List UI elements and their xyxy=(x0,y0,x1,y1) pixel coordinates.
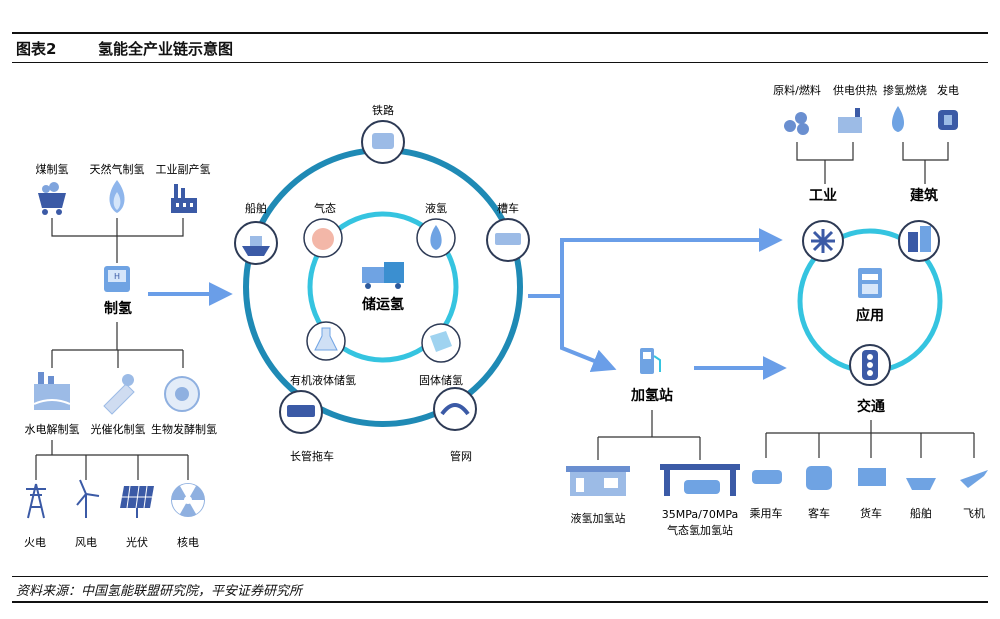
source-label-coal: 煤制氢 xyxy=(36,162,69,176)
electrolyzer-icon: H xyxy=(104,266,130,292)
truck-icon xyxy=(858,468,886,486)
boat-icon xyxy=(906,478,936,490)
use-label-generation: 发电 xyxy=(937,83,959,97)
train-icon xyxy=(372,133,394,149)
green-label-fermentation: 生物发酵制氢 xyxy=(151,422,217,436)
power-label-solar: 光伏 xyxy=(126,535,148,549)
transport-label-tube-trailer: 长管拖车 xyxy=(290,449,334,463)
power-tower-icon xyxy=(26,483,46,519)
vehicle-label-car: 乘用车 xyxy=(750,506,783,520)
gas-flame-icon xyxy=(109,180,125,213)
fuel-pump-icon xyxy=(640,348,661,374)
green-label-photocatalysis: 光催化制氢 xyxy=(91,422,146,436)
production-section: 煤制氢 天然气制氢 工业副产氢 H 制氢 xyxy=(24,162,217,549)
station-center-label: 加氢站 xyxy=(630,387,673,404)
figure-header: 图表2 氢能全产业链示意图 xyxy=(12,32,988,63)
wind-turbine-icon xyxy=(76,479,100,518)
liquid-station-icon xyxy=(566,466,630,496)
storage-center-icon xyxy=(362,262,404,289)
vehicle-label-ship: 船舶 xyxy=(910,506,932,520)
factory-icon xyxy=(171,184,197,213)
green-label-electrolysis: 水电解制氢 xyxy=(25,422,80,436)
transport-label-pipeline: 管网 xyxy=(450,449,472,463)
production-center-label: 制氢 xyxy=(104,300,132,317)
liquid-drop-icon xyxy=(430,225,442,250)
coal-cart-icon xyxy=(38,182,66,215)
flask-icon xyxy=(314,327,338,351)
svg-text:H: H xyxy=(114,272,120,281)
storage-label-solid: 固体储氢 xyxy=(419,373,463,387)
pipeline-icon xyxy=(440,403,470,416)
source-note: 资料来源：中国氢能联盟研究院，平安证券研究所 xyxy=(16,584,303,599)
storage-label-liquid: 液氢 xyxy=(425,201,447,215)
ship-icon xyxy=(242,246,270,256)
source-label-byproduct: 工业副产氢 xyxy=(156,162,211,176)
node-pipeline xyxy=(433,387,477,431)
arrow-storage-to-station xyxy=(560,296,617,373)
transport-label-railway: 铁路 xyxy=(372,104,394,117)
station-section: 加氢站 液氢加氢站 35MPa/70MPa 气态氢加氢站 xyxy=(566,348,740,537)
arrow-storage-to-application xyxy=(528,228,783,298)
vehicle-label-bus: 客车 xyxy=(808,506,830,520)
vehicle-label-truck: 货车 xyxy=(860,506,882,520)
snowflake-icon xyxy=(811,229,835,253)
station-type-liquid: 液氢加氢站 xyxy=(571,511,626,525)
vehicle-label-plane: 飞机 xyxy=(963,506,985,520)
use-label-blending: 掺氢燃烧 xyxy=(883,83,927,97)
power-label-wind: 风电 xyxy=(75,536,97,549)
traffic-light-icon xyxy=(862,350,878,380)
figure-title: 氢能全产业链示意图 xyxy=(98,40,234,58)
application-center-label: 应用 xyxy=(856,307,884,324)
storage-label-organic: 有机液体储氢 xyxy=(290,373,356,387)
transport-label-ship: 船舶 xyxy=(245,201,267,215)
station-type-gaseous: 气态氢加氢站 xyxy=(667,523,733,537)
building-label: 建筑 xyxy=(910,187,938,204)
airplane-icon xyxy=(960,470,988,488)
power-label-thermal: 火电 xyxy=(24,536,46,549)
power-label-nuclear: 核电 xyxy=(177,535,199,549)
biomass-icon xyxy=(164,376,200,412)
source-label-gas: 天然气制氢 xyxy=(90,162,145,176)
storage-center-label: 储运氢 xyxy=(361,296,404,313)
bus-icon xyxy=(806,466,832,490)
inner-storage-ring xyxy=(307,211,459,363)
nuclear-icon xyxy=(171,483,205,517)
application-section: 原料/燃料 供电供热 掺氢燃烧 发电 工业 建筑 xyxy=(750,83,988,520)
use-label-feedstock: 原料/燃料 xyxy=(773,83,821,97)
hydro-plant-icon xyxy=(33,372,71,410)
generator-icon xyxy=(938,110,958,130)
building-icon xyxy=(908,226,931,252)
storage-section: 储运氢 铁路 槽车 管网 长管拖车 船舶 液氢 固体储氢 有机液体储氢 气态 xyxy=(234,104,530,463)
solar-catalyst-icon xyxy=(103,374,135,415)
figure-footer: 资料来源：中国氢能联盟研究院，平安证券研究所 xyxy=(12,576,988,603)
gas-cloud-icon xyxy=(312,228,334,250)
tanker-truck-icon xyxy=(495,233,521,245)
station-type-pressure: 35MPa/70MPa xyxy=(662,508,738,521)
figure-number: 图表2 xyxy=(16,40,57,58)
node-building xyxy=(898,220,940,262)
car-icon xyxy=(752,470,782,484)
transport-label: 交通 xyxy=(857,398,885,415)
blending-flame-icon xyxy=(892,106,904,132)
outer-transport-ring xyxy=(243,147,523,427)
application-center-icon xyxy=(858,268,882,298)
storage-label-gaseous: 气态 xyxy=(314,201,336,215)
feedstock-icon xyxy=(784,112,809,135)
gas-station-icon xyxy=(660,464,740,496)
solar-panel-icon xyxy=(120,485,154,518)
heating-plant-icon xyxy=(838,108,862,133)
industry-label: 工业 xyxy=(809,188,837,204)
transport-label-tanker: 槽车 xyxy=(497,201,519,215)
tube-trailer-icon xyxy=(287,405,315,417)
use-label-power-heat: 供电供热 xyxy=(833,83,877,97)
solid-crystal-icon xyxy=(430,331,452,352)
